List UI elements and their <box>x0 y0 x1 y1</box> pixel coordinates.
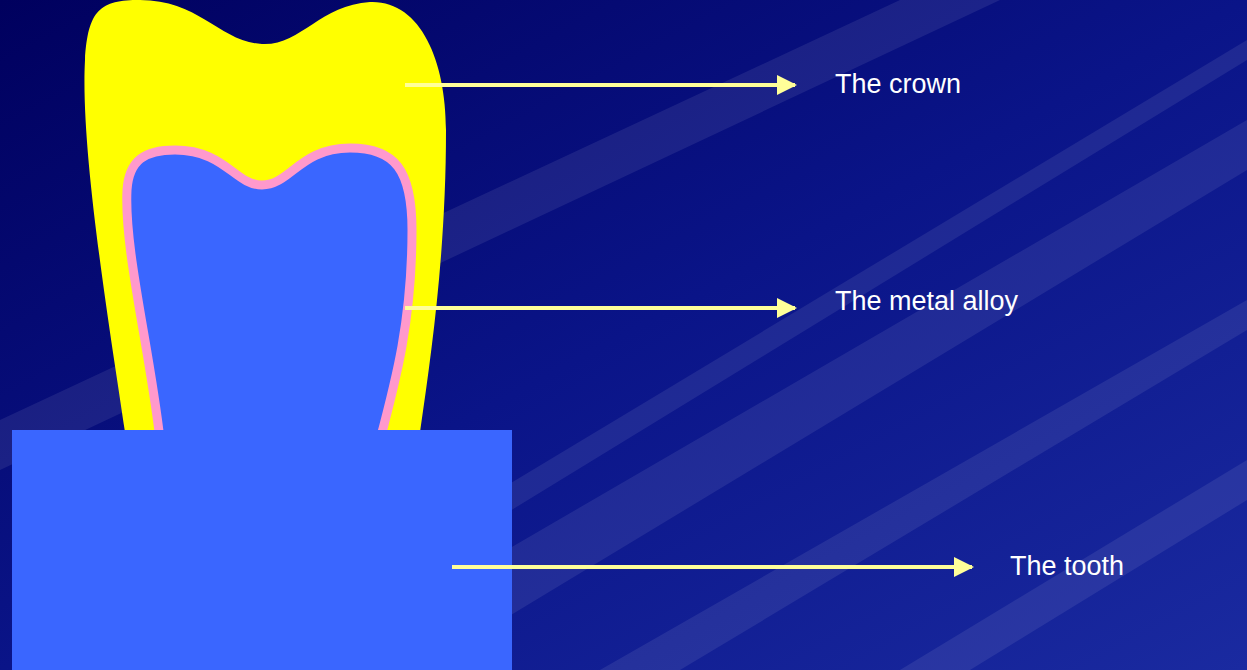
callout-label: The tooth <box>1010 553 1124 580</box>
callout-label: The metal alloy <box>835 288 1018 315</box>
leader-arrow <box>452 565 972 569</box>
callout-label: The crown <box>835 71 961 98</box>
leader-arrow <box>405 83 795 87</box>
tooth-base <box>12 430 512 670</box>
leader-arrow <box>405 306 795 310</box>
metal-alloy-layer <box>127 148 412 440</box>
